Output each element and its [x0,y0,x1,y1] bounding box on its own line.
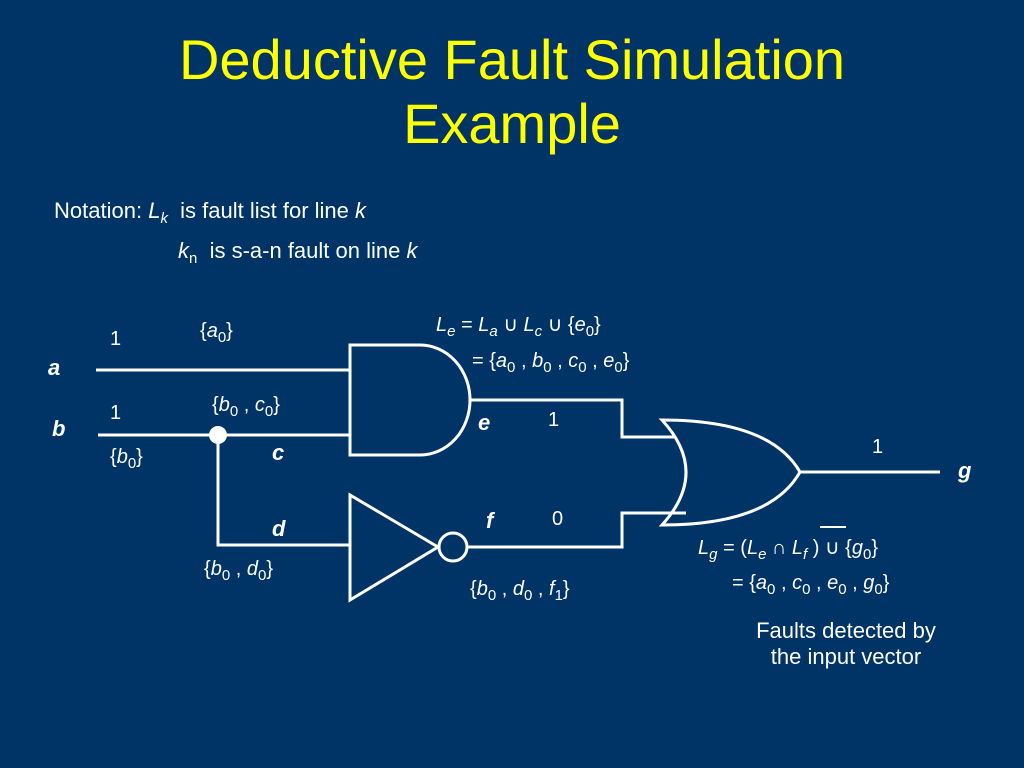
value-f: 0 [552,508,564,530]
faults-detected-note: Faults detected by the input vector [716,618,976,670]
or-gate [658,418,802,527]
title-line-2: Example [403,92,621,155]
value-b: 1 [110,402,122,424]
value-e: 1 [548,409,560,431]
wire-e [470,398,676,439]
line-label-c: c [272,440,285,465]
and-gate [348,343,472,457]
notation-kn-var: k [406,238,418,263]
line-label-b: b [52,416,66,441]
fault-list-b: {b0} [110,446,143,472]
wire-d [216,435,350,547]
line-label-g: g [958,458,972,483]
note-line-2: the input vector [770,644,922,669]
lg-equation-line-2: = {a0 , c0 , e0 , g0} [732,572,890,598]
fault-list-f: {b0 , d0 , f1} [470,578,570,604]
line-label-d: d [272,516,286,541]
notation-line-1: Notation: Lk is fault list for line k [54,198,367,227]
note-line-1: Faults detected by [756,618,936,643]
notation-kn-sub: n [189,250,198,267]
notation-kn-desc: is s-a-n fault on line [209,238,401,263]
notation-lk-desc: is fault list for line [180,198,349,223]
wire-f [467,511,686,549]
not-gate [348,492,441,603]
notation-line-2: kn is s-a-n fault on line k [178,238,418,267]
line-label-f: f [486,508,494,533]
notation-lk-var: k [355,198,367,223]
notation-lk-sub: k [160,210,168,227]
fanout-dot [209,426,227,444]
title-line-1: Deductive Fault Simulation [178,28,846,91]
line-label-e: e [478,410,491,435]
value-g: 1 [872,436,884,458]
line-label-a: a [48,355,61,380]
le-equation-line-1: Le = La ∪ Lc ∪ {e0} [436,314,601,340]
fault-list-a: {a0} [200,320,233,346]
lg-equation-line-1: Lg = (Le ∩ Lf ) ∪ {g0} [698,537,879,563]
notation-lk-symbol: L [148,198,161,223]
value-a: 1 [110,328,122,350]
notation-prefix: Notation: [54,198,143,223]
slide-title: Deductive Fault Simulation Example [0,28,1024,156]
not-bubble [437,531,469,563]
notation-kn-symbol: k [178,238,189,263]
le-equation-line-2: = {a0 , b0 , c0 , e0} [472,350,630,376]
fault-list-d: {b0 , d0} [204,558,273,584]
fault-list-c: {b0 , c0} [212,394,280,420]
